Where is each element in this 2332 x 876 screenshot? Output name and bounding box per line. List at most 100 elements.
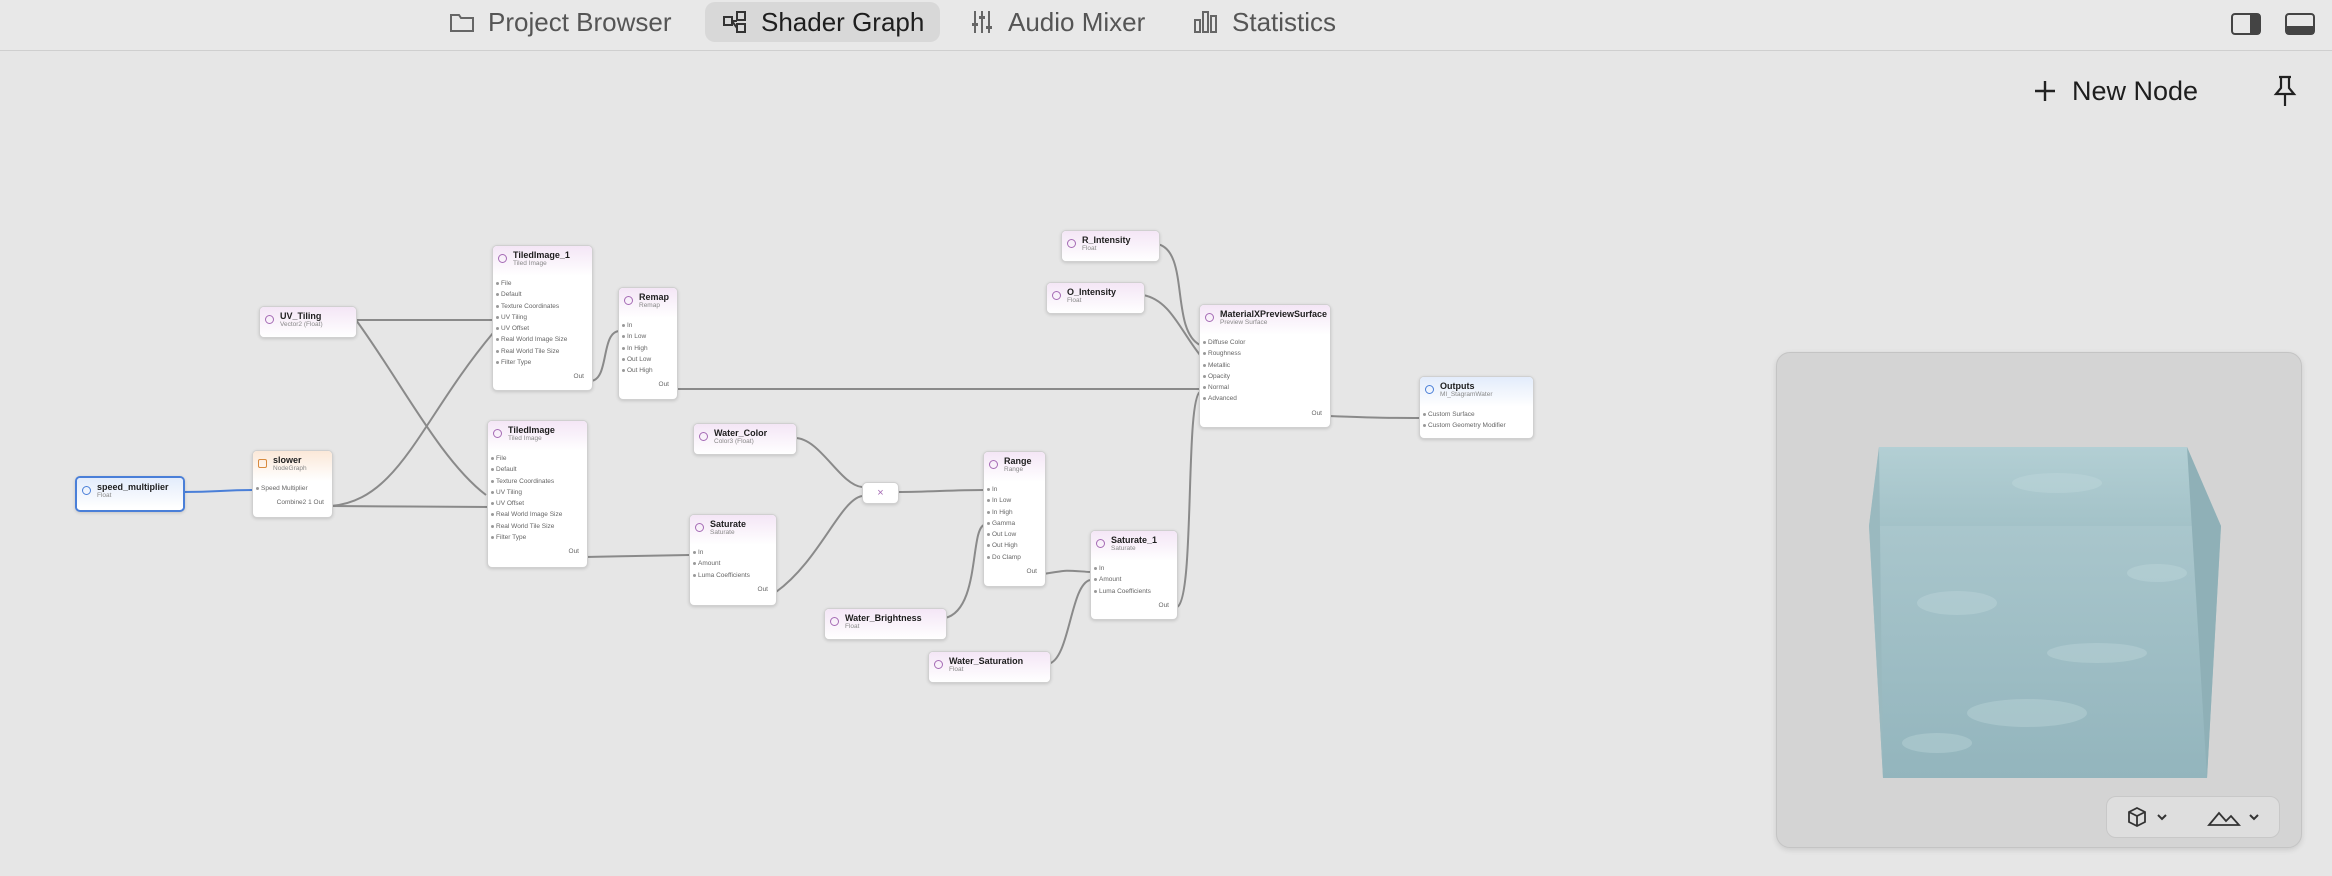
output-port[interactable]: Combine2 1 Out: [276, 499, 324, 507]
input-port[interactable]: Filter Type: [491, 532, 581, 543]
input-port[interactable]: Advanced: [1203, 393, 1324, 404]
remap-icon: [624, 296, 633, 305]
material-icon: [1205, 313, 1214, 322]
input-port[interactable]: File: [496, 278, 586, 289]
input-port[interactable]: Out High: [987, 540, 1039, 551]
node-title: speed_multiplier: [97, 482, 169, 492]
input-port[interactable]: Opacity: [1203, 371, 1324, 382]
input-port[interactable]: Filter Type: [496, 357, 586, 368]
input-port[interactable]: Texture Coordinates: [491, 476, 581, 487]
input-port[interactable]: In: [622, 320, 671, 331]
geometry-dropdown[interactable]: [2125, 805, 2169, 829]
mountains-icon: [2207, 811, 2241, 826]
node-tiledimage[interactable]: TiledImage Tiled Image File Default Text…: [487, 420, 588, 568]
input-port[interactable]: Metallic: [1203, 360, 1324, 371]
node-materialx-preview-surface[interactable]: MaterialXPreviewSurface Preview Surface …: [1199, 304, 1331, 428]
output-port[interactable]: Out: [658, 381, 669, 389]
input-port[interactable]: Real World Tile Size: [496, 346, 586, 357]
vector-icon: [265, 315, 274, 324]
cube-icon: [2128, 806, 2146, 828]
node-slower[interactable]: slower NodeGraph Speed Multiplier Combin…: [252, 450, 333, 518]
node-remap[interactable]: Remap Remap In In Low In High Out Low Ou…: [618, 287, 678, 400]
input-port[interactable]: Real World Tile Size: [491, 521, 581, 532]
tab-audio-mixer[interactable]: Audio Mixer: [968, 2, 1145, 42]
input-port[interactable]: Speed Multiplier: [256, 483, 326, 494]
input-port[interactable]: Normal: [1203, 382, 1324, 393]
node-o-intensity[interactable]: O_Intensity Float: [1046, 282, 1145, 314]
node-speed-multiplier[interactable]: speed_multiplier Float: [75, 476, 185, 512]
input-port[interactable]: Do Clamp: [987, 552, 1039, 563]
node-subtitle: Float: [97, 492, 112, 499]
input-port[interactable]: Custom Geometry Modifier: [1423, 420, 1527, 431]
input-port[interactable]: Default: [491, 464, 581, 475]
input-port[interactable]: Custom Surface: [1423, 409, 1527, 420]
node-tiledimage-1[interactable]: TiledImage_1 Tiled Image File Default Te…: [492, 245, 593, 391]
output-port[interactable]: Out: [1158, 601, 1169, 609]
cube-preview[interactable]: [1777, 353, 2301, 847]
new-node-button[interactable]: New Node: [2032, 72, 2198, 110]
input-port[interactable]: Diffuse Color: [1203, 337, 1324, 348]
float-icon: [934, 660, 943, 669]
sidebar-toggle-icon[interactable]: [2230, 10, 2262, 38]
material-preview-panel[interactable]: [1776, 352, 2302, 848]
node-subtitle: Float: [845, 623, 860, 630]
node-water-saturation[interactable]: Water_Saturation Float: [928, 651, 1051, 683]
input-port[interactable]: In Low: [987, 495, 1039, 506]
output-port[interactable]: Out: [573, 373, 584, 381]
node-uv-tiling[interactable]: UV_Tiling Vector2 (Float): [259, 306, 357, 338]
bottom-panel-toggle-icon[interactable]: [2284, 10, 2316, 38]
input-port[interactable]: Default: [496, 289, 586, 300]
input-port[interactable]: File: [491, 453, 581, 464]
tab-project-browser[interactable]: Project Browser: [448, 2, 672, 42]
input-port[interactable]: UV Offset: [491, 498, 581, 509]
pin-icon[interactable]: [2270, 74, 2300, 108]
tab-statistics[interactable]: Statistics: [1192, 2, 1336, 42]
output-port[interactable]: Out: [1026, 568, 1037, 576]
input-port[interactable]: In Low: [622, 331, 671, 342]
node-saturate[interactable]: Saturate Saturate In Amount Luma Coeffic…: [689, 514, 777, 606]
node-saturate-1[interactable]: Saturate_1 Saturate In Amount Luma Coeff…: [1090, 530, 1178, 620]
input-port[interactable]: In High: [622, 343, 671, 354]
node-subtitle: Saturate: [710, 529, 735, 536]
input-port[interactable]: In: [693, 547, 770, 558]
input-port[interactable]: UV Tiling: [491, 487, 581, 498]
input-port[interactable]: Luma Coefficients: [693, 570, 770, 581]
input-port[interactable]: Roughness: [1203, 348, 1324, 359]
float-icon: [830, 617, 839, 626]
input-port[interactable]: Real World Image Size: [491, 509, 581, 520]
input-port[interactable]: Gamma: [987, 518, 1039, 529]
node-title: O_Intensity: [1067, 287, 1117, 297]
tab-shader-graph[interactable]: Shader Graph: [705, 2, 941, 42]
node-r-intensity[interactable]: R_Intensity Float: [1061, 230, 1160, 262]
input-port[interactable]: UV Offset: [496, 323, 586, 334]
chevron-down-icon: [2249, 814, 2259, 821]
input-port[interactable]: In: [987, 484, 1039, 495]
input-port[interactable]: Amount: [693, 558, 770, 569]
input-port[interactable]: Amount: [1094, 574, 1171, 585]
output-port[interactable]: Out: [757, 585, 768, 593]
node-outputs[interactable]: Outputs MI_StagramWater Custom Surface C…: [1419, 376, 1534, 439]
environment-dropdown[interactable]: [2207, 805, 2261, 829]
input-port[interactable]: In: [1094, 563, 1171, 574]
input-port[interactable]: Out Low: [622, 354, 671, 365]
node-subtitle: Tiled Image: [513, 260, 547, 267]
chevron-down-icon: [2157, 814, 2167, 821]
input-port[interactable]: UV Tiling: [496, 312, 586, 323]
node-water-color[interactable]: Water_Color Color3 (Float): [693, 423, 797, 455]
input-port[interactable]: Real World Image Size: [496, 334, 586, 345]
input-port[interactable]: Out High: [622, 365, 671, 376]
node-multiply[interactable]: ×: [862, 482, 899, 504]
node-water-brightness[interactable]: Water_Brightness Float: [824, 608, 947, 640]
node-range[interactable]: Range Range In In Low In High Gamma Out …: [983, 451, 1046, 587]
output-port[interactable]: Out: [1311, 409, 1322, 417]
output-port[interactable]: Out: [568, 548, 579, 556]
node-title: Water_Saturation: [949, 656, 1024, 666]
image-icon: [493, 429, 502, 438]
input-port[interactable]: In High: [987, 507, 1039, 518]
node-title: R_Intensity: [1082, 235, 1131, 245]
input-port[interactable]: Texture Coordinates: [496, 301, 586, 312]
top-bar: [0, 0, 2332, 51]
input-port[interactable]: Out Low: [987, 529, 1039, 540]
node-title: Saturate_1: [1111, 535, 1158, 545]
input-port[interactable]: Luma Coefficients: [1094, 586, 1171, 597]
